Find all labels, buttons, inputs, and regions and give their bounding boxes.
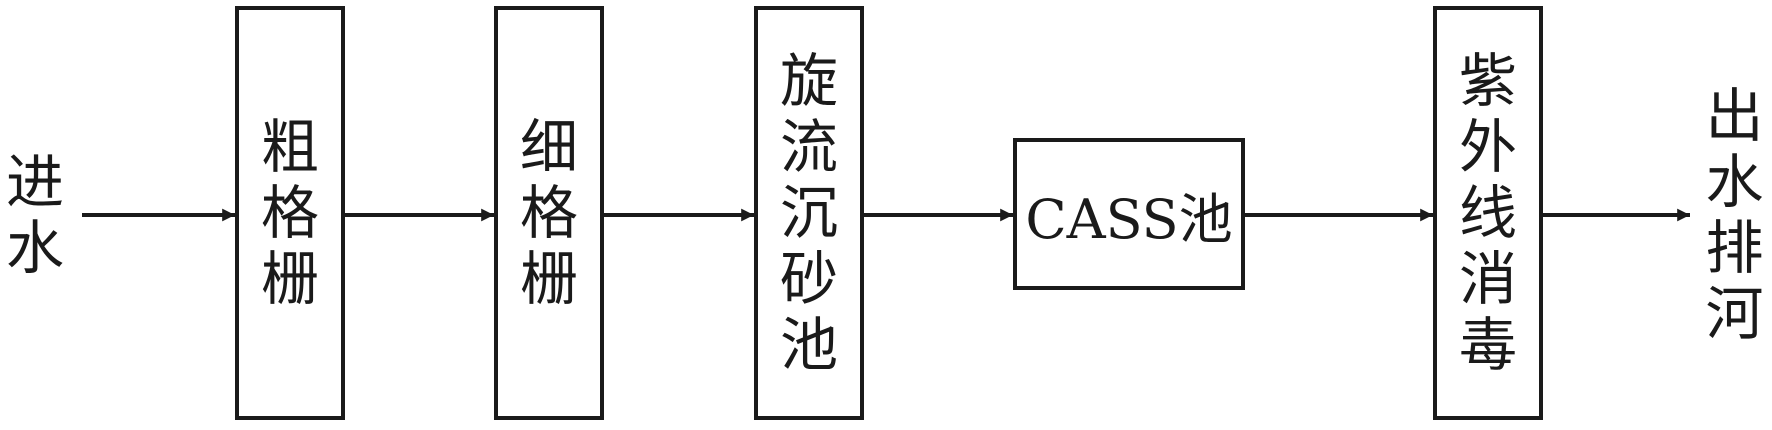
stage-label-cass-tank: CASS池: [1025, 187, 1233, 251]
output-label: 出水排河: [1697, 60, 1772, 370]
stage-label-fine-screen: 细格栅: [496, 8, 602, 418]
stage-box-uv-disinfection: [1433, 6, 1543, 420]
label-char: 线: [1458, 179, 1517, 247]
label-char: 池: [779, 311, 838, 379]
label-char: 砂: [779, 245, 838, 313]
label-char: 沉: [779, 179, 838, 247]
stage-label-uv-disinfection: 紫外线消毒: [1435, 8, 1541, 418]
input-label: 进水: [0, 130, 70, 300]
label-char: 水: [5, 214, 64, 282]
label-char: 消: [1458, 245, 1517, 313]
label-char: 外: [1458, 113, 1517, 181]
label-char: 出: [1705, 82, 1764, 150]
label-char: 排: [1705, 214, 1764, 282]
stage-box-grit-chamber: [754, 6, 864, 420]
label-char: 旋: [779, 47, 838, 115]
label-char: 粗: [260, 113, 319, 181]
stage-label-coarse-screen: 粗格栅: [237, 8, 343, 418]
label-char: 河: [1705, 280, 1764, 348]
label-char: 栅: [260, 245, 319, 313]
label-char: 格: [519, 179, 578, 247]
stage-box-fine-screen: [494, 6, 604, 420]
label-char: 细: [519, 113, 578, 181]
stage-box-coarse-screen: [235, 6, 345, 420]
label-char: 格: [260, 179, 319, 247]
label-char: 紫: [1458, 47, 1517, 115]
stage-label-grit-chamber: 旋流沉砂池: [756, 8, 862, 418]
label-char: 毒: [1458, 311, 1517, 379]
label-char: 水: [1705, 148, 1764, 216]
label-char: 流: [779, 113, 838, 181]
stage-box-cass-tank: [1013, 138, 1245, 290]
label-char: 栅: [519, 245, 578, 313]
label-char: 进: [5, 148, 64, 216]
